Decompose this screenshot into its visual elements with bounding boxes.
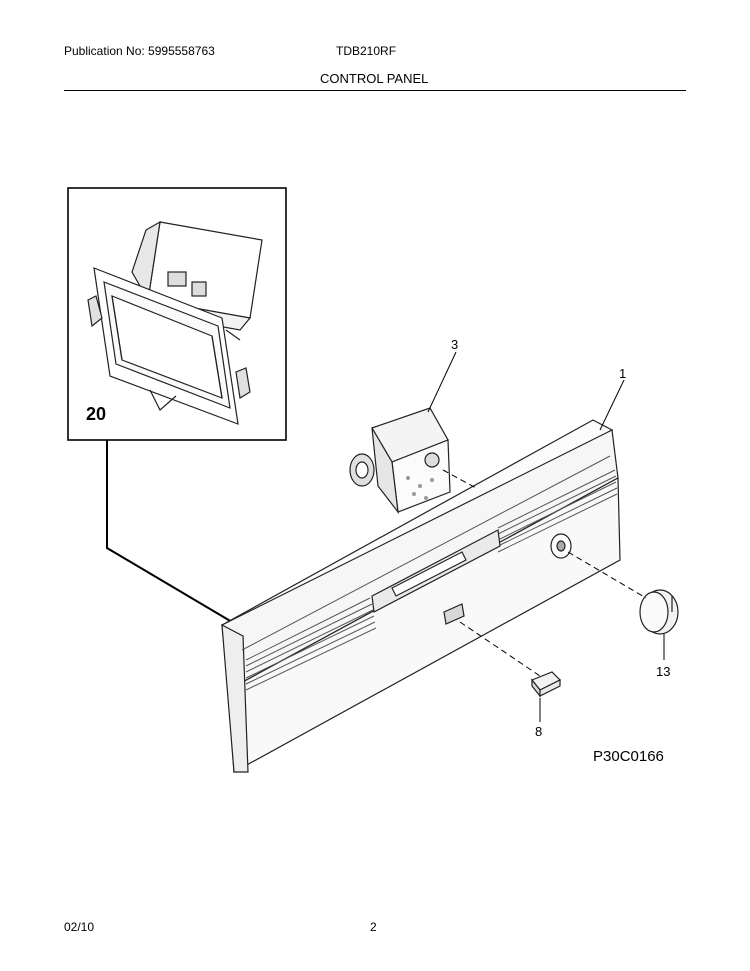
knob-drawing: [639, 589, 679, 635]
inset-callout-20: 20: [86, 404, 106, 424]
dispenser-housing-drawing: [87, 220, 263, 425]
timer-drawing: [349, 407, 451, 515]
callout-1: 1: [619, 366, 626, 381]
inset-leader-line: [106, 440, 233, 623]
footer-date: 02/10: [64, 920, 95, 934]
callout-8: 8: [535, 724, 542, 739]
switch-drawing: [531, 671, 562, 698]
inset-box: 20: [67, 187, 287, 441]
publication-number: Publication No: 5995558763: [64, 44, 215, 58]
section-title: CONTROL PANEL: [320, 71, 429, 86]
control-panel-drawing: [220, 419, 621, 773]
model-number: TDB210RF: [336, 44, 397, 58]
header-rule: [64, 90, 686, 91]
dashed-leaders: [442, 469, 647, 677]
callout-3: 3: [451, 337, 458, 352]
callout-13: 13: [656, 664, 670, 679]
page-number: 2: [370, 920, 377, 934]
callout-leaders: [427, 351, 665, 722]
drawing-code: P30C0166: [593, 748, 664, 765]
